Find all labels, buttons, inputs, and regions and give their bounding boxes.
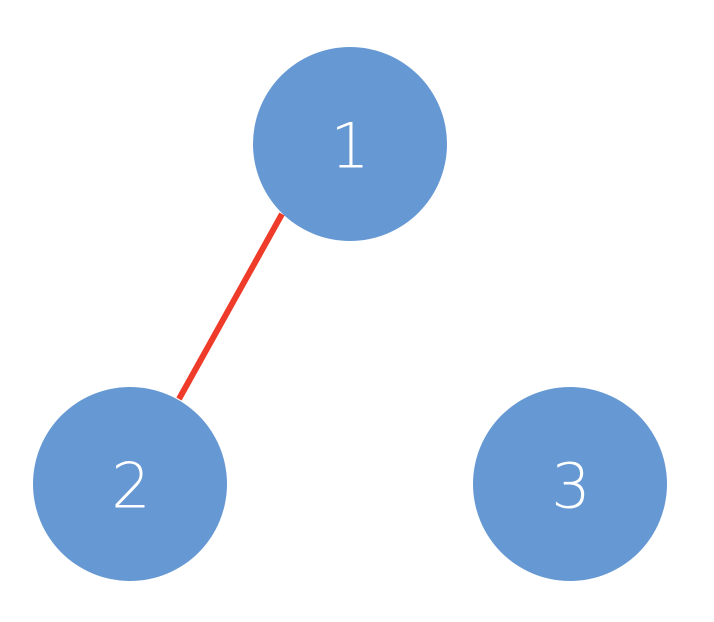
graph-node-2[interactable]: 2 <box>33 387 227 581</box>
graph-edge-1-2[interactable] <box>176 212 285 401</box>
edge-layer <box>176 212 285 401</box>
node-circle-2[interactable] <box>33 387 227 581</box>
node-circle-3[interactable] <box>473 387 667 581</box>
node-circle-1[interactable] <box>253 47 447 241</box>
graph-node-1[interactable]: 1 <box>253 47 447 241</box>
node-label-2: 2 <box>111 450 150 523</box>
graph-node-3[interactable]: 3 <box>473 387 667 581</box>
node-layer: 1 2 3 <box>33 47 667 581</box>
node-label-3: 3 <box>551 450 590 523</box>
node-label-1: 1 <box>330 110 369 183</box>
